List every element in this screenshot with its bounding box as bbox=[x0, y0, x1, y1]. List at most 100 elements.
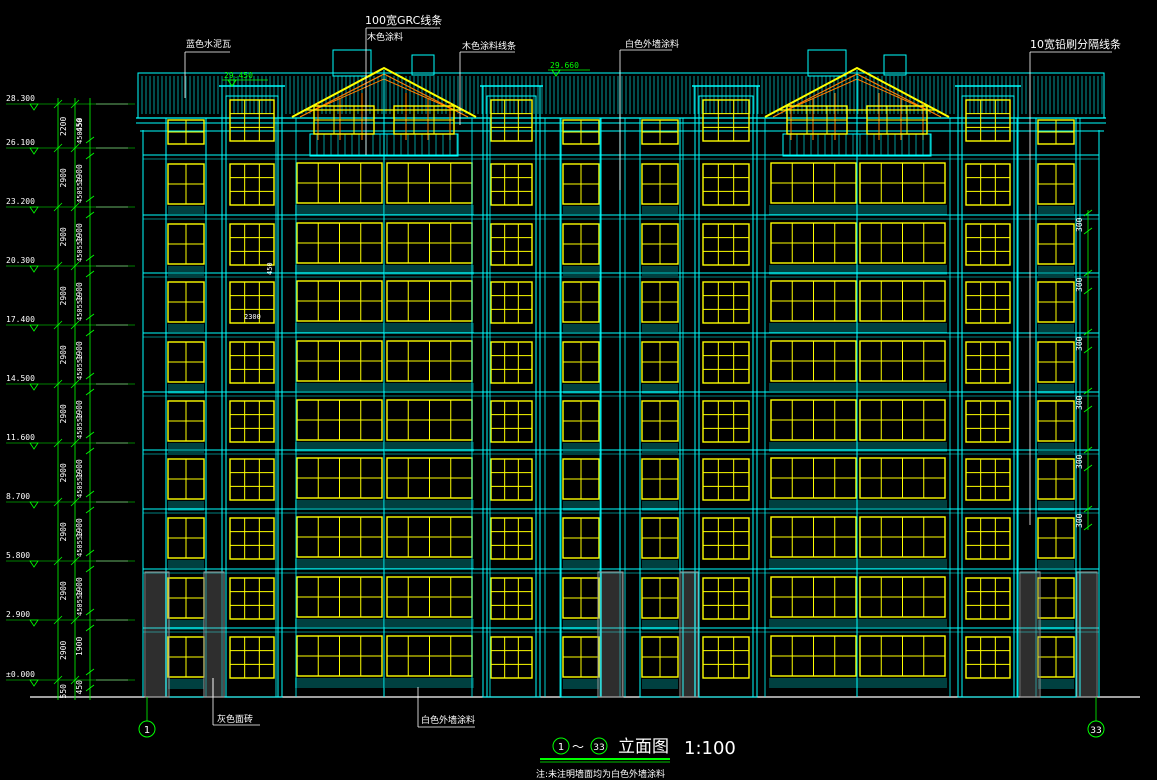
window-frame bbox=[702, 99, 750, 142]
tower-window bbox=[229, 400, 275, 443]
wide-spandrel bbox=[295, 205, 384, 215]
roof-box bbox=[332, 49, 372, 77]
window-frame bbox=[490, 223, 533, 266]
spandrel-hatch bbox=[1038, 501, 1074, 511]
right-dim-tick bbox=[1083, 227, 1093, 235]
elevation-marker bbox=[29, 383, 39, 391]
dim-small: 450550 bbox=[76, 296, 84, 321]
dim-storey: 2200 bbox=[59, 117, 68, 136]
grey-brick-base bbox=[1076, 571, 1098, 698]
tower-window bbox=[490, 517, 533, 560]
end-bay-window bbox=[562, 119, 600, 145]
dim-storey: 2900 bbox=[59, 404, 68, 423]
end-bay-window bbox=[641, 341, 679, 383]
right-dim-value: 300 bbox=[1075, 217, 1084, 232]
dim-tick bbox=[70, 320, 80, 330]
dim-small: 450550 bbox=[76, 119, 84, 144]
dim-tick-inner bbox=[85, 447, 95, 455]
elevation-marker bbox=[29, 560, 39, 568]
elevation-marker bbox=[29, 442, 39, 450]
wide-spandrel bbox=[295, 559, 384, 569]
tower-window bbox=[490, 458, 533, 501]
wide-window bbox=[386, 516, 473, 558]
spandrel-hatch bbox=[563, 206, 599, 216]
dim-small: 450550 bbox=[76, 532, 84, 557]
dim-tick-inner bbox=[85, 549, 95, 557]
wide-spandrel bbox=[858, 619, 947, 629]
spandrel-hatch bbox=[563, 324, 599, 334]
dim-window: 450 bbox=[75, 117, 84, 132]
right-dim-tick bbox=[1083, 523, 1093, 531]
spandrel-hatch bbox=[1038, 560, 1074, 570]
window-frame bbox=[229, 223, 275, 266]
title-to: 33 bbox=[593, 743, 604, 753]
tower-inner bbox=[486, 95, 537, 698]
wide-spandrel bbox=[858, 323, 947, 333]
window-frame bbox=[490, 517, 533, 560]
tower-window bbox=[490, 636, 533, 679]
wide-window bbox=[296, 516, 383, 558]
spandrel-hatch bbox=[168, 206, 204, 216]
elevation-marker bbox=[29, 103, 39, 111]
gable-window-left bbox=[786, 105, 848, 135]
window-frame bbox=[229, 281, 275, 324]
wide-window bbox=[386, 162, 473, 204]
drawing-title: 1 ～ 33 立面图 1:100 注:未注明墙面均为白色外墙涂料 bbox=[536, 737, 736, 780]
elevation-value: 17.400 bbox=[6, 315, 35, 324]
end-bay-window bbox=[562, 223, 600, 265]
wide-spandrel bbox=[769, 265, 858, 275]
end-bay-window bbox=[562, 400, 600, 442]
tower-window bbox=[965, 400, 1011, 443]
dim-tick-inner bbox=[85, 506, 95, 514]
gable-railing-bars bbox=[789, 134, 931, 156]
wide-spandrel bbox=[769, 559, 858, 569]
wide-spandrel bbox=[385, 323, 474, 333]
title-tilde: ～ bbox=[572, 740, 584, 754]
dim-tick bbox=[53, 497, 63, 507]
dim-tick-inner bbox=[85, 431, 95, 439]
dim-tick bbox=[70, 497, 80, 507]
dim-window: 1900 bbox=[75, 164, 84, 183]
tower-window bbox=[229, 99, 275, 142]
end-bay bbox=[639, 117, 681, 698]
dim-tick bbox=[70, 675, 80, 685]
side-dim-label: 450 bbox=[266, 262, 274, 275]
right-dim-tick bbox=[1083, 505, 1093, 513]
dim-small: 450550 bbox=[76, 591, 84, 616]
window-frame bbox=[965, 163, 1011, 206]
window-frame bbox=[965, 99, 1011, 142]
wide-spandrel bbox=[385, 678, 474, 688]
wide-spandrel bbox=[385, 265, 474, 275]
tower-window bbox=[965, 636, 1011, 679]
wide-spandrel bbox=[769, 205, 858, 215]
end-bay-window bbox=[167, 577, 205, 619]
dim-tick bbox=[53, 320, 63, 330]
window-frame bbox=[702, 223, 750, 266]
window-frame bbox=[229, 163, 275, 206]
right-dim-tick bbox=[1083, 446, 1093, 454]
dim-small: 450550 bbox=[76, 414, 84, 439]
window-frame bbox=[702, 517, 750, 560]
tower-window bbox=[702, 223, 750, 266]
dim-window: 1900 bbox=[75, 518, 84, 537]
dim-tick-inner bbox=[85, 565, 95, 573]
elevation-value: 5.800 bbox=[6, 551, 30, 560]
spandrel-hatch bbox=[563, 560, 599, 570]
wide-spandrel bbox=[769, 500, 858, 510]
elevation-value: ±0.000 bbox=[6, 670, 35, 679]
end-bay-window bbox=[167, 636, 205, 678]
wide-window bbox=[770, 162, 857, 204]
tower-window bbox=[965, 577, 1011, 620]
window-frame bbox=[702, 636, 750, 679]
end-bay-window bbox=[1037, 223, 1075, 265]
window-frame bbox=[702, 281, 750, 324]
window-frame bbox=[702, 163, 750, 206]
elevation-marker bbox=[29, 619, 39, 627]
tower-window bbox=[702, 281, 750, 324]
wide-spandrel bbox=[769, 323, 858, 333]
wide-spandrel bbox=[769, 678, 858, 688]
window-frame bbox=[490, 577, 533, 620]
wide-spandrel bbox=[858, 559, 947, 569]
tower-window bbox=[490, 281, 533, 324]
title-axis-bubble-to bbox=[590, 737, 608, 755]
